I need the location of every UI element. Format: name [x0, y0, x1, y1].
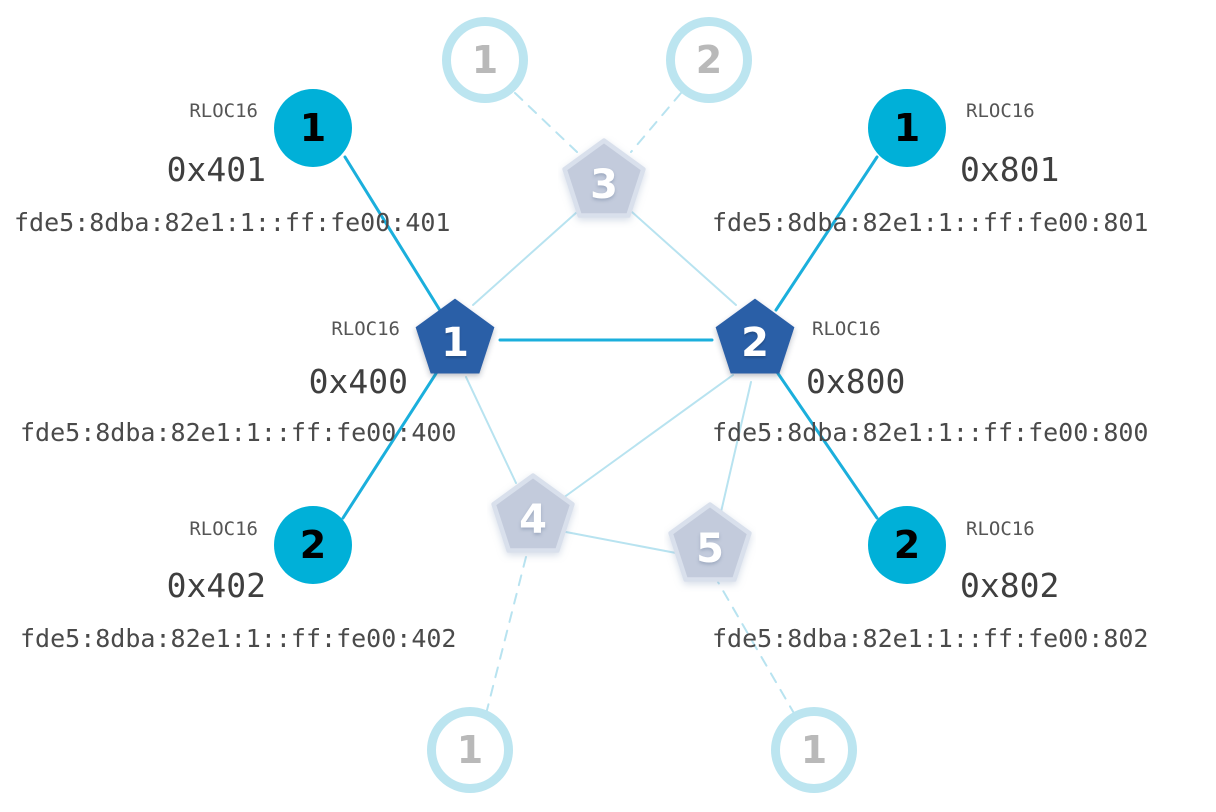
router-number: 1 — [441, 320, 469, 366]
child-number: 1 — [299, 106, 327, 150]
child-number: 1 — [893, 106, 921, 150]
router-node[interactable]: 5 — [664, 500, 756, 592]
ipv6-address: fde5:8dba:82e1:1::ff:fe00:800 — [712, 418, 1149, 447]
child-node[interactable]: 1 — [274, 89, 352, 167]
ipv6-address: fde5:8dba:82e1:1::ff:fe00:401 — [14, 208, 451, 237]
link — [631, 211, 737, 306]
rloc16-value: 0x802 — [960, 566, 1060, 605]
child-number: 2 — [299, 523, 327, 567]
link — [565, 531, 677, 554]
ipv6-address: fde5:8dba:82e1:1::ff:fe00:400 — [20, 418, 457, 447]
child-node[interactable]: 2 — [666, 17, 752, 103]
child-number: 1 — [800, 728, 828, 772]
rloc16-value: 0x800 — [806, 362, 906, 401]
router-number: 4 — [519, 497, 547, 543]
router-number: 3 — [590, 162, 618, 208]
rloc16-value: 0x400 — [308, 362, 408, 401]
link — [774, 155, 879, 312]
link — [472, 211, 578, 306]
rloc16-caption: RLOC16 — [966, 100, 1035, 122]
link — [717, 581, 796, 716]
child-node[interactable]: 1 — [771, 707, 857, 793]
child-number: 2 — [893, 523, 921, 567]
router-number: 2 — [741, 320, 769, 366]
link — [775, 370, 879, 520]
rloc16-value: 0x402 — [166, 566, 266, 605]
child-node[interactable]: 1 — [427, 707, 513, 793]
rloc16-caption: RLOC16 — [966, 518, 1035, 540]
ipv6-address: fde5:8dba:82e1:1::ff:fe00:801 — [712, 208, 1149, 237]
link — [720, 381, 752, 513]
child-number: 1 — [456, 728, 484, 772]
rloc16-caption: RLOC16 — [812, 318, 881, 340]
link — [465, 376, 517, 484]
link — [341, 370, 439, 520]
rloc16-value: 0x401 — [166, 150, 266, 189]
link — [514, 92, 578, 153]
link — [485, 552, 528, 715]
link — [630, 92, 682, 153]
child-node[interactable]: 1 — [442, 17, 528, 103]
child-node[interactable]: 2 — [868, 506, 946, 584]
child-node[interactable]: 1 — [868, 89, 946, 167]
router-node[interactable]: 2 — [709, 294, 801, 386]
router-node[interactable]: 3 — [558, 136, 650, 228]
rloc16-caption: RLOC16 — [331, 318, 400, 340]
ipv6-address: fde5:8dba:82e1:1::ff:fe00:402 — [20, 624, 457, 653]
rloc16-caption: RLOC16 — [189, 100, 258, 122]
router-node[interactable]: 4 — [487, 471, 579, 563]
child-node[interactable]: 2 — [274, 506, 352, 584]
router-number: 5 — [696, 526, 724, 572]
ipv6-address: fde5:8dba:82e1:1::ff:fe00:802 — [712, 624, 1149, 653]
child-number: 2 — [695, 38, 723, 82]
router-node[interactable]: 1 — [409, 294, 501, 386]
child-number: 1 — [471, 38, 499, 82]
link — [562, 374, 734, 499]
rloc16-caption: RLOC16 — [189, 518, 258, 540]
link — [343, 155, 443, 314]
rloc16-value: 0x801 — [960, 150, 1060, 189]
